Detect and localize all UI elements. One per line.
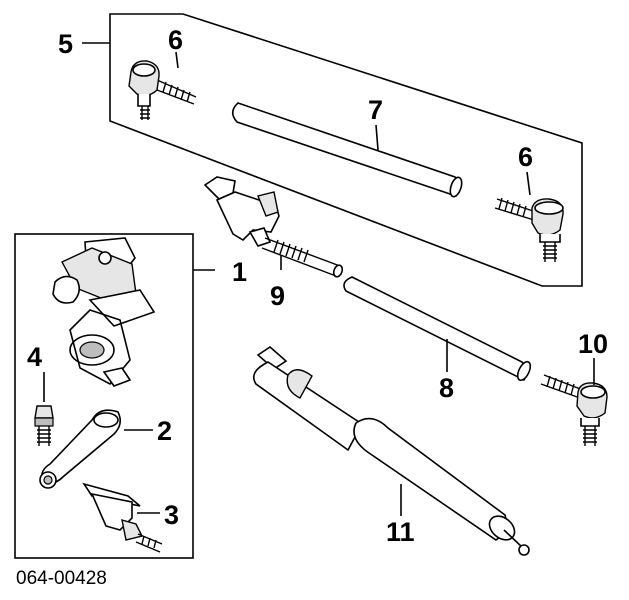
rod-8 [343, 276, 532, 382]
callout-11: 11 [386, 517, 415, 547]
tie-rod-end-10 [540, 374, 608, 446]
callout-3: 3 [164, 500, 179, 530]
figure-code: 064-00428 [16, 568, 107, 589]
leader-6a [175, 51, 179, 69]
tie-rod-end-6-left [128, 60, 197, 120]
pitman-arm-2 [39, 409, 122, 489]
callout-10: 10 [578, 329, 608, 359]
callout-7: 7 [368, 95, 383, 125]
tie-rod-end-6-right [494, 197, 564, 262]
callout-2: 2 [157, 416, 172, 446]
callout-5: 5 [58, 29, 73, 59]
group-1-outline [14, 233, 194, 559]
leader-7 [375, 124, 379, 151]
callout-6-lower: 6 [518, 142, 533, 172]
callout-4: 4 [27, 342, 42, 372]
kit-5-outline [109, 13, 583, 287]
leader-6b [526, 171, 531, 196]
bolt-4 [34, 372, 54, 446]
rod-7 [231, 102, 463, 198]
callout-8: 8 [439, 373, 454, 403]
bracket-3 [82, 482, 163, 553]
callout-9: 9 [270, 281, 285, 311]
steering-damper-11 [252, 345, 530, 556]
adjuster-9 [203, 176, 344, 278]
gear-bracket-1 [52, 237, 156, 387]
callout-6-upper: 6 [168, 25, 183, 55]
callout-1: 1 [232, 257, 247, 287]
